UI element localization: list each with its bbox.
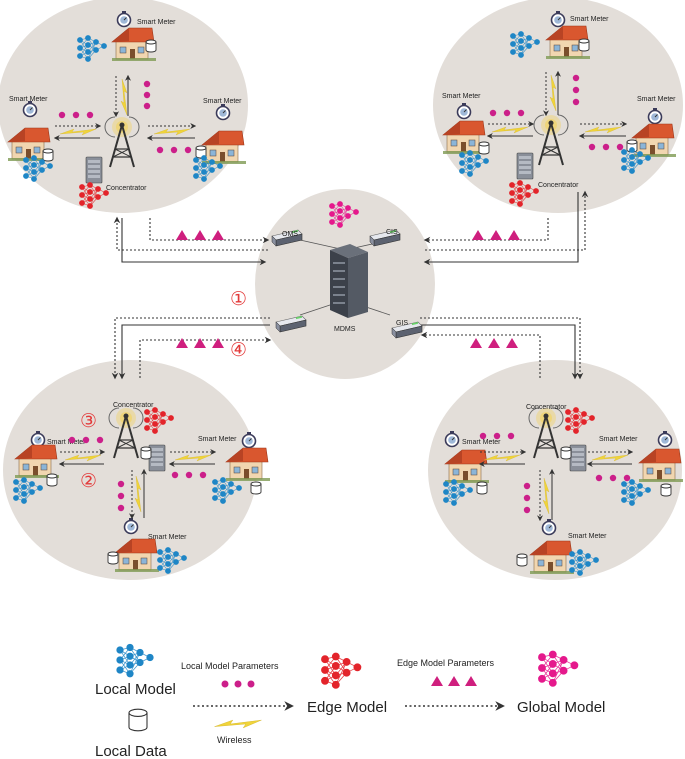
edge-parameter-triangles <box>176 230 520 348</box>
smart-meter-label: Smart Meter <box>599 436 638 443</box>
connection-arrows <box>111 190 589 380</box>
legend-edge-model: Edge Model <box>307 699 387 716</box>
database-icon <box>250 481 262 495</box>
step-4: ④ <box>230 339 247 361</box>
database-icon <box>476 481 488 495</box>
database-icon <box>516 553 528 567</box>
smart-meter-label: Smart Meter <box>570 16 609 23</box>
server-icon <box>516 152 534 180</box>
concentrator-label: Concentrator <box>113 402 154 409</box>
legend-local-model-parameters: Local Model Parameters <box>181 661 279 671</box>
database-icon <box>578 38 590 52</box>
mdms-hub: MDMS OMS CIS GIS <box>271 201 423 339</box>
concentrator-label: Concentrator <box>538 182 579 189</box>
smart-meter-label: Smart Meter <box>9 96 48 103</box>
smart-meter-label: Smart Meter <box>442 93 481 100</box>
mdms-label: MDMS <box>334 326 356 333</box>
smart-meter-label: Smart Meter <box>148 534 187 541</box>
smart-meter-label: Smart Meter <box>462 439 501 446</box>
database-icon <box>107 551 119 565</box>
step-3: ③ <box>80 410 97 432</box>
wireless-legend-icon <box>214 719 262 729</box>
legend-local-data: Local Data <box>95 743 167 759</box>
cluster-top-left-content: Smart Meter Smart Meter Smart Meter Conc… <box>7 10 247 209</box>
server-icon <box>569 444 587 472</box>
database-icon <box>478 141 490 155</box>
local-model-parameters-dots <box>221 680 255 688</box>
database-legend-icon <box>128 708 148 732</box>
edge-model-parameters-triangles <box>431 676 477 686</box>
edge-model-legend-icon <box>321 652 362 689</box>
step-1: ① <box>230 288 247 310</box>
smart-meter-label: Smart Meter <box>637 96 676 103</box>
cluster-top-right-content: Smart Meter Smart Meter Smart Meter Conc… <box>442 10 677 207</box>
legend-edge-model-parameters: Edge Model Parameters <box>397 658 495 668</box>
database-icon <box>46 473 58 487</box>
smart-meter-label: Smart Meter <box>47 439 86 446</box>
legend-local-model: Local Model <box>95 681 176 698</box>
server-icon <box>85 156 103 184</box>
step-2: ② <box>80 470 97 492</box>
cluster-bottom-left <box>3 360 257 580</box>
legend: Local Model Local Data Local Model Param… <box>95 643 605 759</box>
local-model-legend-icon <box>116 643 154 678</box>
oms-label: OMS <box>282 231 298 238</box>
smart-meter-label: Smart Meter <box>198 436 237 443</box>
concentrator-label: Concentrator <box>526 404 567 411</box>
database-icon <box>145 39 157 53</box>
legend-wireless: Wireless <box>217 735 252 745</box>
gis-label: GIS <box>396 320 408 327</box>
database-icon <box>140 446 152 460</box>
smart-meter-label: Smart Meter <box>568 533 607 540</box>
smart-meter-label: Smart Meter <box>137 19 176 26</box>
database-icon <box>560 446 572 460</box>
cluster-bottom-right <box>428 360 682 580</box>
database-icon <box>660 483 672 497</box>
cluster-bottom-right-content: Concentrator Smart Meter Smart Meter Sma… <box>443 404 684 576</box>
mdms-server-icon <box>330 244 368 318</box>
global-model-legend-icon <box>538 650 579 687</box>
legend-global-model: Global Model <box>517 699 605 716</box>
concentrator-label: Concentrator <box>106 185 147 192</box>
cis-label: CIS <box>386 229 398 236</box>
database-icon <box>42 148 54 162</box>
smart-meter-label: Smart Meter <box>203 98 242 105</box>
cluster-bottom-left-content: Concentrator Smart Meter Smart Meter Sma… <box>13 402 271 574</box>
